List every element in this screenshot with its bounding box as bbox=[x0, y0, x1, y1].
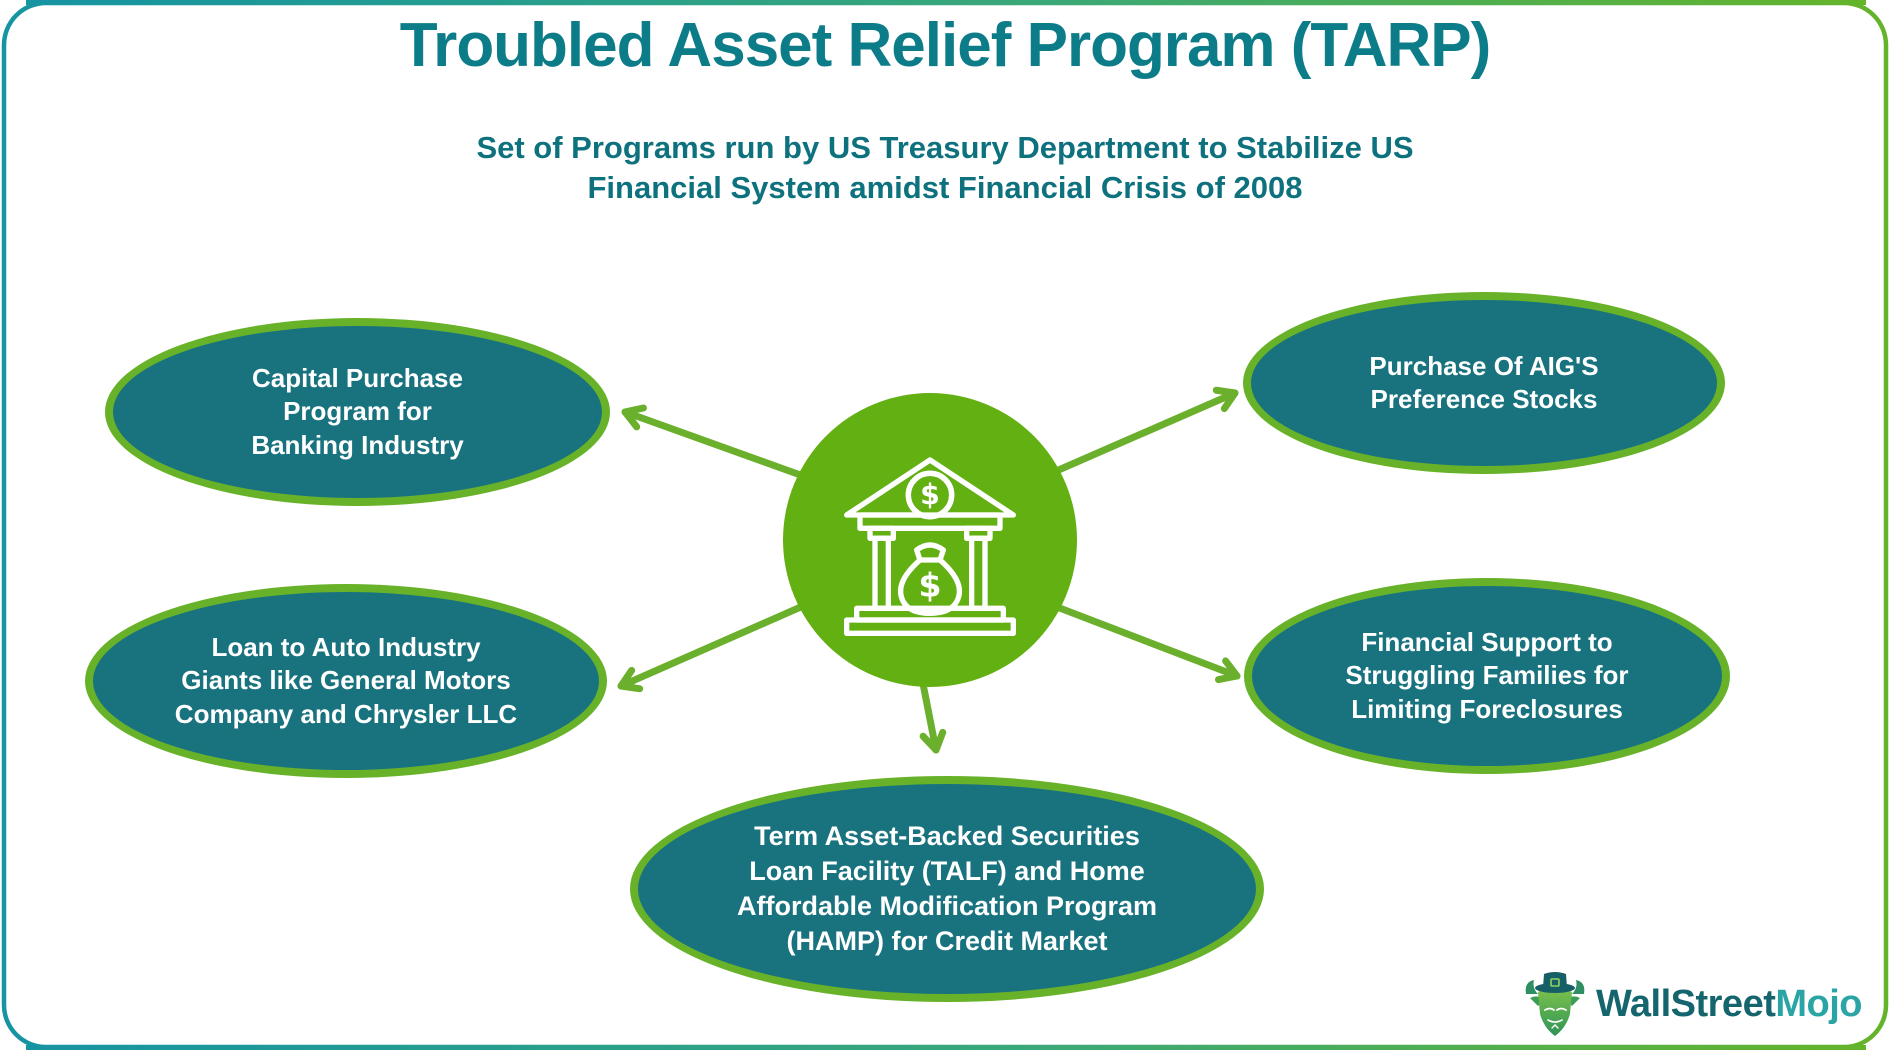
node-label-line: Loan Facility (TALF) and Home bbox=[749, 855, 1145, 886]
logo-wordmark: WallStreetMojo bbox=[1595, 982, 1863, 1026]
node-label-line: Company and Chrysler LLC bbox=[174, 698, 518, 729]
arrow-to-financial-support bbox=[1053, 603, 1241, 684]
node-label-line: Loan to Auto Industry bbox=[211, 632, 481, 663]
node-label-line: Struggling Families for bbox=[1345, 660, 1629, 691]
svg-text:$: $ bbox=[918, 566, 941, 605]
node-financial-support-families: Financial Support to Struggling Families… bbox=[1244, 578, 1730, 774]
subtitle-line-2: Financial System amidst Financial Crisis… bbox=[587, 169, 1303, 205]
node-label-line: Banking Industry bbox=[251, 429, 464, 460]
logo-wallstreet-text: WallStreet bbox=[1595, 982, 1776, 1025]
bank-money-bag-icon: $ $ bbox=[844, 457, 1016, 637]
node-label-line: Financial Support to bbox=[1361, 627, 1613, 658]
arrow-to-auto-loan bbox=[617, 602, 807, 693]
node-auto-industry-loan: Loan to Auto Industry Giants like Genera… bbox=[85, 584, 607, 778]
svg-text:$: $ bbox=[920, 478, 940, 511]
node-label-line: (HAMP) for Credit Market bbox=[786, 926, 1108, 957]
node-label-line: Giants like General Motors bbox=[181, 665, 511, 696]
node-label-line: Limiting Foreclosures bbox=[1351, 693, 1623, 724]
node-label-line: Preference Stocks bbox=[1370, 384, 1598, 414]
node-label-line: Purchase Of AIG'S bbox=[1369, 350, 1599, 381]
arrow-to-aig bbox=[1050, 386, 1239, 476]
node-label-line: Program for bbox=[283, 396, 432, 427]
arrow-to-capital-purchase bbox=[621, 404, 810, 481]
bull-mascot-icon bbox=[1525, 972, 1585, 1036]
node-talf-hamp: Term Asset-Backed Securities Loan Facili… bbox=[630, 776, 1264, 1002]
node-label-line: Affordable Modification Program bbox=[736, 891, 1158, 921]
logo-mojo-text: Mojo bbox=[1775, 982, 1862, 1025]
wallstreetmojo-logo: WallStreetMojo bbox=[1524, 970, 1862, 1038]
page-title: Troubled Asset Relief Program (TARP) bbox=[399, 11, 1492, 80]
subtitle-line-1: Set of Programs run by US Treasury Depar… bbox=[476, 130, 1414, 165]
page-subtitle: Set of Programs run by US Treasury Depar… bbox=[0, 128, 1890, 207]
central-hub: $ $ bbox=[783, 393, 1077, 687]
node-capital-purchase: Capital Purchase Program for Banking Ind… bbox=[105, 318, 610, 506]
node-aig-preference-stocks: Purchase Of AIG'S Preference Stocks bbox=[1243, 292, 1725, 474]
node-label-line: Capital Purchase bbox=[252, 363, 463, 394]
node-label-line: Term Asset-Backed Securities bbox=[754, 820, 1140, 851]
